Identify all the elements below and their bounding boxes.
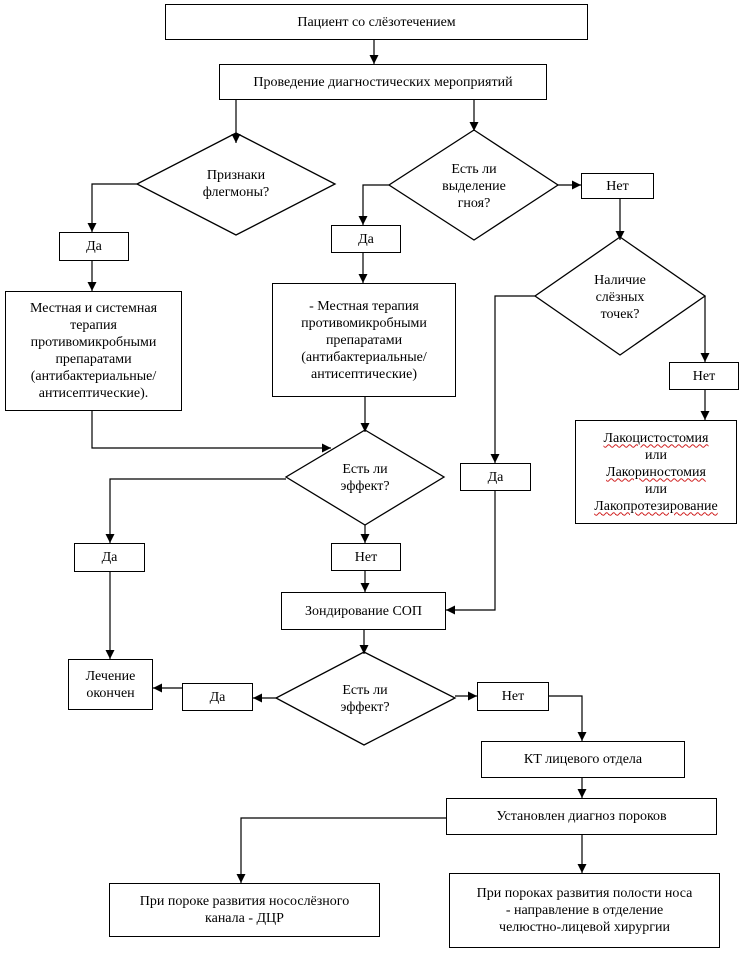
- arrow-phlegmon-to-yes: [87, 183, 137, 232]
- arrow-diagnosis-to-dcr: [236, 817, 446, 883]
- puncta-question: Наличие слёзных точек?: [594, 272, 646, 322]
- effect-decision-diamond-2: [274, 651, 457, 746]
- pus-decision-diamond: [387, 129, 560, 241]
- puncta-decision-diamond: [533, 236, 707, 356]
- dcr-box: При пороке развития носослёзного канала …: [109, 883, 380, 937]
- diagnosis-box: Установлен диагноз пороков: [446, 798, 717, 835]
- pus-question: Есть ли выделение гноя?: [442, 161, 506, 211]
- ct-box: КТ лицевого отдела: [481, 741, 685, 778]
- no-box-puncta: Нет: [669, 362, 739, 390]
- yes-box-puncta: Да: [460, 463, 531, 491]
- yes-box-effect-2: Да: [182, 683, 253, 711]
- phlegmon-decision-diamond: [135, 132, 337, 236]
- effect-question-2: Есть ли эффект?: [340, 683, 390, 715]
- nasal-defects-box: При пороках развития полости носа - напр…: [449, 873, 720, 948]
- phlegmon-question: Признаки флегмоны?: [202, 168, 270, 200]
- no-box-effect-1: Нет: [331, 543, 401, 571]
- effect-question-1: Есть ли эффект?: [340, 462, 390, 494]
- no-box-pus: Нет: [581, 173, 654, 199]
- arrow-no-to-ct: [549, 695, 587, 741]
- treatment-done-box: Лечение окончен: [68, 659, 153, 710]
- patient-label: Пациент со слёзотечением: [297, 14, 456, 30]
- arrow-puncta-to-yes: [490, 295, 535, 463]
- arrow-pus-to-yes: [358, 184, 389, 225]
- arrow-effect-to-yes: [105, 478, 286, 543]
- diagnostics-label: Проведение диагностических мероприятий: [253, 74, 513, 90]
- arrow-yes-to-probing: [446, 491, 496, 615]
- yes-box-phlegmon: Да: [59, 232, 129, 261]
- no-box-effect-2: Нет: [477, 682, 549, 711]
- arrow-systemic-to-effect: [91, 411, 331, 453]
- diagnostics-box: Проведение диагностических мероприятий: [219, 64, 547, 100]
- systemic-therapy-box: Местная и системная терапия противомикро…: [5, 291, 182, 411]
- patient-box: Пациент со слёзотечением: [165, 4, 588, 40]
- probing-box: Зондирование СОП: [281, 592, 446, 630]
- surgery-options-box: Лакоцистостомия или Лакориностомия или Л…: [575, 420, 737, 524]
- yes-box-pus: Да: [331, 225, 401, 253]
- yes-box-effect-1: Да: [74, 543, 145, 572]
- local-therapy-box: - Местная терапия противомикробными преп…: [272, 283, 456, 397]
